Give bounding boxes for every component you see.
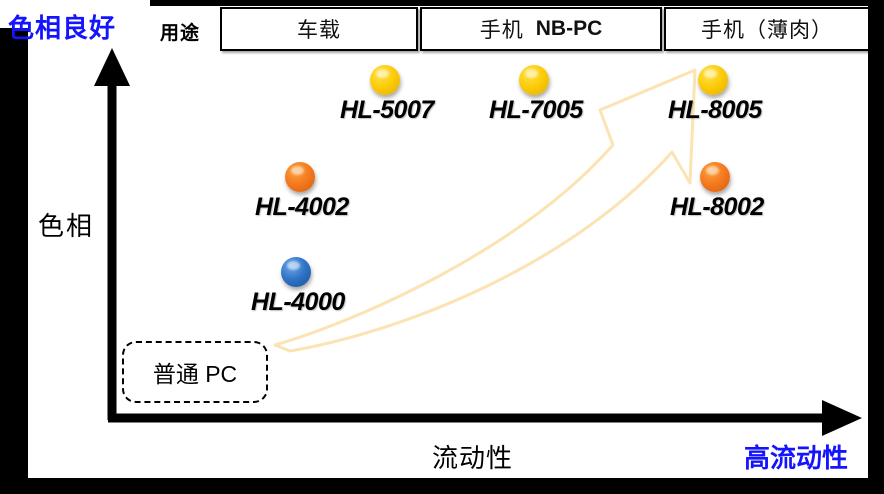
axis-caption-hue-good: 色相良好 — [8, 13, 117, 43]
data-point-hl-8002[interactable] — [700, 162, 730, 192]
data-point-label-hl-4000: HL-4000 — [251, 288, 345, 316]
usage-box-mobile-thin-label: 手机（薄肉） — [701, 19, 833, 42]
data-point-label-hl-8002: HL-8002 — [670, 193, 764, 221]
data-point-label-hl-7005: HL-7005 — [489, 96, 583, 124]
ordinary-pc-note-box: 普通 PC — [122, 341, 268, 403]
axis-caption-flowability: 流动性 — [432, 443, 514, 473]
axis-caption-high-flowability: 高流动性 — [744, 443, 849, 473]
frame-right-bar — [868, 0, 884, 494]
usage-box-mobile-thin[interactable]: 手机（薄肉） — [664, 7, 870, 51]
usage-box-automotive[interactable]: 车载 — [220, 7, 418, 51]
chart-canvas — [28, 6, 868, 478]
data-point-hl-4000[interactable] — [281, 257, 311, 287]
data-point-label-hl-5007: HL-5007 — [340, 96, 434, 124]
frame-left-bar — [0, 28, 28, 494]
data-point-label-hl-8005: HL-8005 — [668, 96, 762, 124]
usage-box-automotive-label: 车载 — [297, 19, 341, 42]
data-point-hl-8005[interactable] — [698, 65, 728, 95]
usage-box-mobile-nb-pc[interactable]: 手机 NB-PC — [420, 7, 662, 51]
frame-top-bar — [150, 0, 868, 6]
usage-box-mobile-nb-pc-label-lat: NB-PC — [535, 17, 603, 40]
data-point-hl-4002[interactable] — [285, 162, 315, 192]
usage-label: 用途 — [160, 23, 201, 44]
data-point-label-hl-4002: HL-4002 — [255, 193, 349, 221]
axis-caption-hue: 色相 — [38, 211, 95, 241]
ordinary-pc-note-label: 普通 PC — [152, 361, 238, 387]
data-point-hl-7005[interactable] — [519, 65, 549, 95]
data-point-hl-5007[interactable] — [370, 65, 400, 95]
usage-box-mobile-nb-pc-label-cn: 手机 — [479, 19, 524, 42]
frame-bottom-bar — [0, 478, 884, 494]
